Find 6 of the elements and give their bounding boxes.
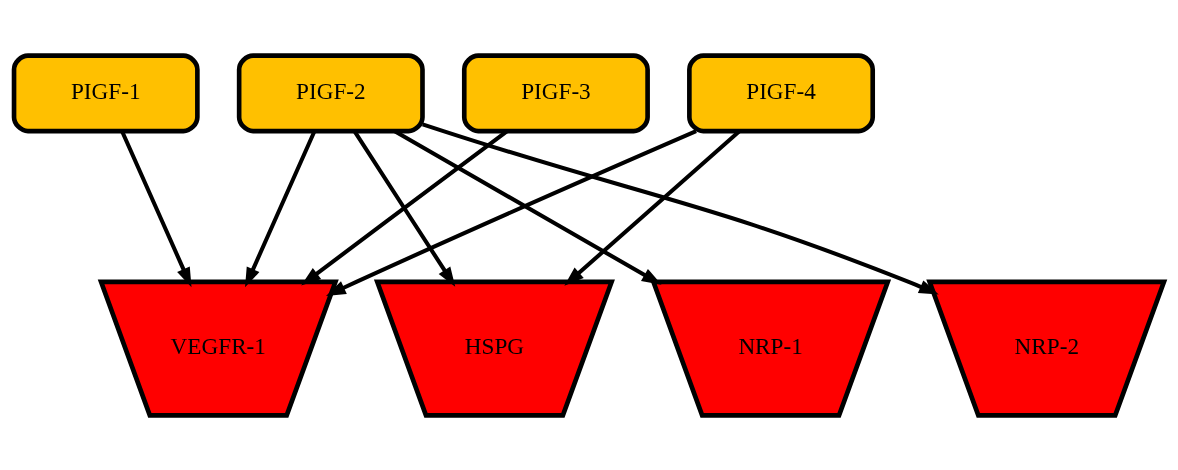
arrow bbox=[325, 128, 697, 296]
node-box: PIGF-2 bbox=[236, 52, 425, 133]
node-box: PIGF-4 bbox=[687, 52, 876, 133]
node-box: PIGF-3 bbox=[461, 52, 650, 133]
arrow bbox=[422, 121, 939, 294]
node-box: PIGF-1 bbox=[11, 52, 200, 133]
